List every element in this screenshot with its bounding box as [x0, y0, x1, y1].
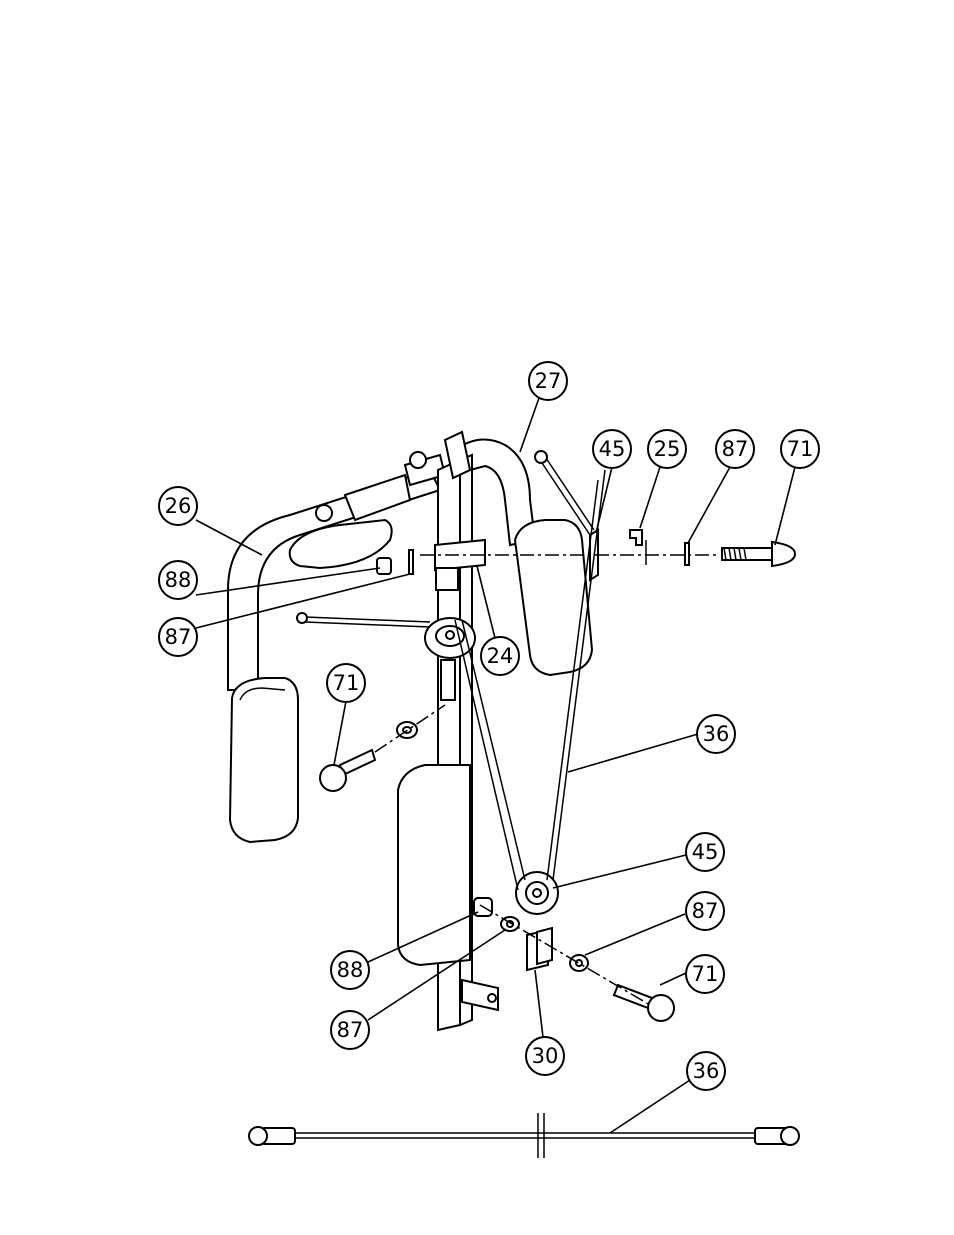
callout-71-top-label: 71	[787, 437, 814, 461]
callout-71-right-label: 71	[692, 962, 719, 986]
callout-27-label: 27	[535, 369, 562, 393]
callout-87-bottom: 87	[331, 1011, 369, 1049]
callout-71-top: 71	[781, 430, 819, 468]
callout-71-right: 71	[686, 955, 724, 993]
callout-88-bottom: 88	[331, 951, 369, 989]
callout-87-top: 87	[716, 430, 754, 468]
cable-36-separate	[249, 1113, 799, 1158]
callout-87-right: 87	[686, 892, 724, 930]
washer-87-right	[570, 955, 588, 971]
right-arm-pad	[515, 520, 592, 675]
callout-87-bottom-label: 87	[337, 1018, 364, 1042]
back-pad	[398, 765, 470, 965]
callout-87-left-label: 87	[165, 625, 192, 649]
callout-87-top-label: 87	[722, 437, 749, 461]
callout-24-label: 24	[487, 644, 514, 668]
bolt-71-left	[320, 750, 375, 791]
callout-87-left: 87	[159, 618, 197, 656]
callout-36-bottom: 36	[687, 1052, 725, 1090]
callout-26: 26	[159, 487, 197, 525]
lower-pulley	[516, 872, 558, 914]
left-arm-tube	[228, 470, 440, 690]
callout-45-top-label: 45	[599, 437, 626, 461]
washer-87-left	[409, 550, 413, 574]
callout-45-bottom-label: 45	[692, 840, 719, 864]
bolt-71-top	[722, 542, 795, 566]
callout-25: 25	[648, 430, 686, 468]
callout-88-top-label: 88	[165, 568, 192, 592]
bolt-71-right	[614, 985, 674, 1021]
callout-36-mid: 36	[697, 715, 735, 753]
callout-36-mid-label: 36	[703, 722, 730, 746]
spacer-25	[630, 530, 646, 565]
callout-30-label: 30	[532, 1044, 559, 1068]
callout-87-right-label: 87	[692, 899, 719, 923]
callout-27: 27	[529, 362, 567, 400]
callout-24: 24	[481, 637, 519, 675]
callout-30: 30	[526, 1037, 564, 1075]
washer-87-top	[685, 543, 689, 565]
nut-88-top	[377, 558, 391, 574]
callout-71-left: 71	[327, 664, 365, 702]
callout-36-bottom-label: 36	[693, 1059, 720, 1083]
callout-45-top: 45	[593, 430, 631, 468]
callout-26-label: 26	[165, 494, 192, 518]
callout-88-bottom-label: 88	[337, 958, 364, 982]
callout-71-left-label: 71	[333, 671, 360, 695]
callout-25-label: 25	[654, 437, 681, 461]
callout-45-bottom: 45	[686, 833, 724, 871]
callout-88-top: 88	[159, 561, 197, 599]
left-arm-pad	[230, 678, 298, 842]
